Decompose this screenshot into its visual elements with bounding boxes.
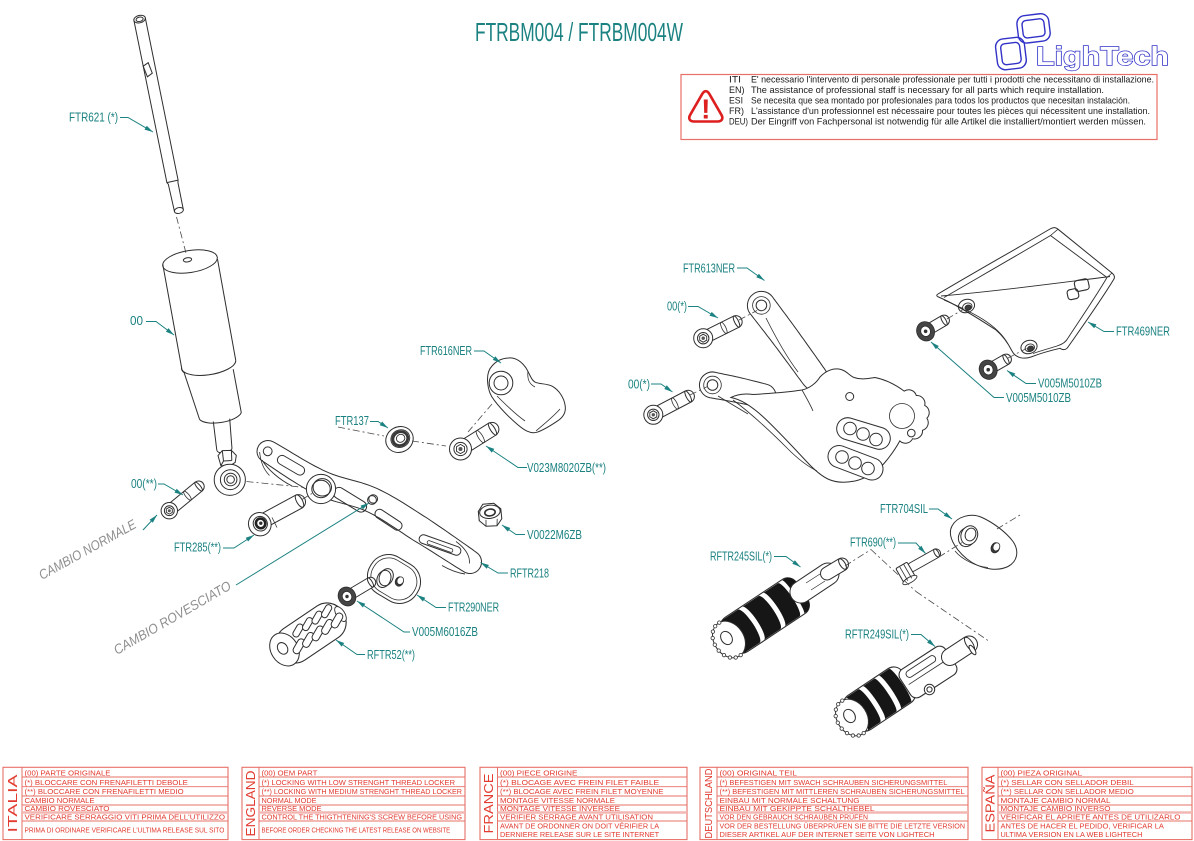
svg-text:CONTROL THE THIGTHTENING'S SCR: CONTROL THE THIGTHTENING'S SCREW BEFORE … (262, 813, 463, 822)
svg-text:V0022M6ZB: V0022M6ZB (527, 528, 582, 542)
svg-text:NORMAL MODE: NORMAL MODE (262, 796, 317, 805)
svg-text:MONTAGE VITESSE NORMALE: MONTAGE VITESSE NORMALE (500, 796, 615, 805)
svg-text:DIESER ARTIKEL AUF DER INTERNE: DIESER ARTIKEL AUF DER INTERNET SEITE VO… (720, 830, 935, 839)
svg-text:FTR469NER: FTR469NER (1116, 325, 1170, 339)
svg-text:EINBAU MIT NORMALE SCHALTUNG: EINBAU MIT NORMALE SCHALTUNG (720, 796, 860, 805)
svg-text:RFTR245SIL(*): RFTR245SIL(*) (710, 550, 772, 564)
svg-text:DERNIERE RELEASE SUR LE SITE I: DERNIERE RELEASE SUR LE SITE INTERNET (500, 830, 659, 839)
svg-text:RFTR52(**): RFTR52(**) (367, 648, 415, 662)
svg-text:(00) PIECE ORIGINE: (00) PIECE ORIGINE (500, 768, 577, 777)
svg-text:MONTAGE VITESSE INVERSEE: MONTAGE VITESSE INVERSEE (500, 804, 620, 813)
svg-text:REVERSE MODE: REVERSE MODE (262, 804, 322, 813)
svg-text:FTR285(**): FTR285(**) (174, 541, 221, 555)
svg-text:VERIFIER SERRAGE AVANT UTILISA: VERIFIER SERRAGE AVANT UTILISATION (500, 813, 653, 822)
svg-text:The assistance of professional: The assistance of professional staff is … (751, 85, 1104, 95)
svg-text:(00) ORIGINAL TEIL: (00) ORIGINAL TEIL (720, 768, 798, 777)
svg-text:ANTES DE HACER EL PEDIDO, VERI: ANTES DE HACER EL PEDIDO, VERIFICAR LA (1001, 821, 1165, 830)
svg-text:FTRBM004 / FTRBM004W: FTRBM004 / FTRBM004W (475, 17, 683, 47)
svg-text:00(**): 00(**) (131, 477, 157, 491)
svg-text:00: 00 (130, 314, 143, 328)
svg-text:(*) BLOCCARE CON FRENAFILETT: (*) BLOCCARE CON FRENAFILETTI DEBOLE (25, 778, 188, 787)
svg-text:FTR290NER: FTR290NER (448, 601, 499, 615)
svg-text:EN): EN) (729, 85, 745, 95)
svg-text:DEUTSCHLAND: DEUTSCHLAND (703, 768, 715, 838)
svg-text:VERIFICAR EL APRIETE ANTES DE: VERIFICAR EL APRIETE ANTES DE UTILIZARLO (1001, 813, 1181, 822)
svg-text:PRIMA DI ORDINARE VERIFICARE L: PRIMA DI ORDINARE VERIFICARE L'ULTIMA RE… (25, 826, 225, 835)
svg-text:L'assistance d'un professionne: L'assistance d'un professionnel est néce… (751, 106, 1150, 116)
svg-text:(00) OEM PART: (00) OEM PART (262, 768, 318, 777)
svg-text:FTR137: FTR137 (335, 414, 369, 428)
svg-text:(00) PARTE ORIGINALE: (00) PARTE ORIGINALE (25, 768, 111, 777)
svg-text:ESPAÑA: ESPAÑA (982, 774, 997, 832)
svg-text:ENGLAND: ENGLAND (243, 771, 258, 837)
svg-text:VOR DEN GEBRAUCH SCHRAUBEN PRÜ: VOR DEN GEBRAUCH SCHRAUBEN PRÜFEN (720, 813, 869, 822)
svg-text:ULTIMA VERSION EN LA WEB LIGHT: ULTIMA VERSION EN LA WEB LIGHTECH (1001, 830, 1143, 839)
svg-text:FTR704SIL: FTR704SIL (880, 502, 928, 516)
svg-text:MONTAJE CAMBIO NORMAL: MONTAJE CAMBIO NORMAL (1001, 796, 1112, 805)
svg-text:FTR621 (*): FTR621 (*) (69, 111, 118, 125)
svg-text:(*) SELLAR CON SELLADOR DEBI: (*) SELLAR CON SELLADOR DEBIL (1001, 778, 1135, 787)
svg-text:(*) BEFESTIGEN MIT SWACH SCH: (*) BEFESTIGEN MIT SWACH SCHRAUBEN SICHE… (720, 778, 949, 787)
svg-text:VOR DER BESTELLUNG ÜBERPRÜFEN: VOR DER BESTELLUNG ÜBERPRÜFEN SIE BITTE … (720, 821, 966, 830)
svg-text:VERIFICARE SERRAGGIO VITI PRIM: VERIFICARE SERRAGGIO VITI PRIMA DELL'UTI… (25, 813, 226, 822)
svg-text:00(*): 00(*) (628, 378, 650, 392)
svg-text:(**) BLOCCARE CON FRENAFILETT: (**) BLOCCARE CON FRENAFILETTI MEDIO (25, 787, 184, 796)
svg-text:V005M5010ZB: V005M5010ZB (1038, 377, 1102, 391)
svg-text:FRANCE: FRANCE (481, 773, 496, 833)
svg-text:(**) BLOCAGE AVEC FREIN FILET: (**) BLOCAGE AVEC FREIN FILET MOYENNE (500, 787, 663, 796)
svg-text:FTR616NER: FTR616NER (420, 344, 472, 358)
svg-text:00(*): 00(*) (667, 300, 687, 314)
svg-text:(**) BEFESTIGEN MIT MITTLEREN: (**) BEFESTIGEN MIT MITTLEREN SCHRAUBEN … (720, 787, 966, 796)
svg-text:E' necessario l'intervento di: E' necessario l'intervento di personale … (751, 74, 1154, 84)
svg-text:(*) LOCKING WITH LOW STRENGH: (*) LOCKING WITH LOW STRENGHT THREAD LOC… (262, 778, 456, 787)
svg-text:V005M6016ZB: V005M6016ZB (412, 625, 478, 639)
svg-text:MONTAJE CAMBIO INVERSO: MONTAJE CAMBIO INVERSO (1001, 804, 1111, 813)
svg-text:LighTech: LighTech (1036, 41, 1169, 71)
svg-text:Der Eingriff von Fachpersonal: Der Eingriff von Fachpersonal ist notwen… (751, 116, 1146, 126)
svg-text:EINBAU MIT GEKIPPTE SCHALTHEBE: EINBAU MIT GEKIPPTE SCHALTHEBEL (720, 804, 876, 813)
svg-text:FTR690(**): FTR690(**) (850, 536, 896, 550)
svg-text:(*) BLOCAGE AVEC FREIN FILET: (*) BLOCAGE AVEC FREIN FILET FAIBLE (500, 778, 659, 787)
svg-text:(**) SELLAR CON SELLADOR MEDI: (**) SELLAR CON SELLADOR MEDIO (1001, 787, 1134, 796)
svg-text:DEU): DEU) (729, 116, 748, 126)
svg-text:ITI: ITI (729, 74, 741, 84)
svg-text:BEFORE ORDER CHECKING THE LATE: BEFORE ORDER CHECKING THE LATEST RELEASE… (262, 826, 451, 835)
svg-text:RFTR249SIL(*): RFTR249SIL(*) (845, 628, 909, 642)
svg-text:FR): FR) (729, 106, 744, 116)
svg-text:Se necesita que sea montado po: Se necesita que sea montado por profesio… (751, 95, 1130, 105)
svg-text:(00) PIEZA ORIGINAL: (00) PIEZA ORIGINAL (1001, 768, 1083, 777)
svg-text:ESI: ESI (729, 95, 743, 105)
svg-text:CAMBIO NORMALE: CAMBIO NORMALE (25, 796, 95, 805)
svg-text:AVANT DE ORDONNER ON DOIT VÉRI: AVANT DE ORDONNER ON DOIT VÉRIFIER LA (500, 821, 660, 830)
svg-text:CAMBIO ROVESCIATO: CAMBIO ROVESCIATO (25, 804, 110, 813)
svg-text:RFTR218: RFTR218 (510, 567, 549, 581)
svg-text:ITALIA: ITALIA (5, 774, 20, 832)
svg-text:(**) LOCKING WITH MEDIUM STRE: (**) LOCKING WITH MEDIUM STRENGHT THREAD… (262, 787, 463, 796)
svg-text:FTR613NER: FTR613NER (683, 262, 735, 276)
svg-text:!: ! (701, 94, 710, 125)
svg-text:V005M5010ZB: V005M5010ZB (1006, 391, 1071, 405)
svg-text:V023M8020ZB(**): V023M8020ZB(**) (527, 461, 606, 475)
